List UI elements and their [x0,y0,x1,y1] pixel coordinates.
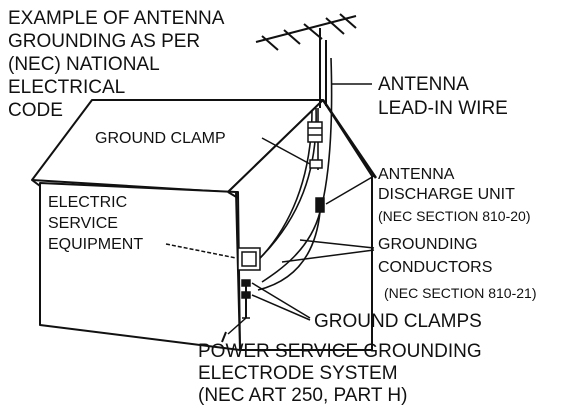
label-grounding-conductors-line-1: GROUNDING [378,236,478,253]
discharge-unit [315,197,325,213]
title-line-1: EXAMPLE OF ANTENNA [8,8,225,29]
label-ground-clamps: GROUND CLAMPS [314,311,482,332]
title-line-4: ELECTRICAL [8,77,125,98]
antenna [255,13,357,108]
label-ground-clamp: GROUND CLAMP [95,130,226,147]
antenna-element-1 [261,35,279,51]
antenna-element-4 [325,17,345,35]
leader-ground-clamps-2 [251,294,311,321]
leader-power-service [227,317,247,335]
leader-discharge-unit [325,175,375,205]
lead-in-wire [321,57,333,206]
label-grounding-conductors-line-3: (NEC SECTION 810-21) [384,285,536,301]
leader-ground-clamps-1 [251,282,311,319]
antenna-element-2 [283,29,301,45]
label-electric-service-line-1: ELECTRIC [48,194,127,211]
antenna-boom [255,15,357,43]
roof-edge [31,179,41,187]
title-line-3: (NEC) NATIONAL [8,54,160,75]
label-discharge-unit-line-2: DISCHARGE UNIT [378,186,515,203]
ground-clamp-roof [309,159,323,169]
roof-edge-right [227,191,239,199]
title-line-2: GROUNDING AS PER [8,31,200,52]
leader-grounding-conductors-1 [299,239,375,249]
mast-bracket [307,121,323,143]
label-grounding-conductors-line-2: CONDUCTORS [378,259,492,276]
lead-in-to-house [261,211,321,283]
leader-grounding-conductors-2 [281,249,375,263]
antenna-element-3 [303,23,323,40]
label-power-service-line-2: ELECTRODE SYSTEM [198,363,398,384]
electric-service-box [237,247,261,271]
label-electric-service-line-2: SERVICE [48,215,118,232]
leader-ground-clamp [261,137,311,165]
grounding-conductor-3 [257,211,321,291]
diagram-title: EXAMPLE OF ANTENNA GROUNDING AS PER (NEC… [8,8,225,121]
label-discharge-unit-line-3: (NEC SECTION 810-20) [378,208,530,224]
ground-clamp-1 [241,279,251,287]
label-discharge-unit-line-1: ANTENNA [378,166,455,183]
label-antenna-lead-in-line-2: LEAD-IN WIRE [378,98,508,119]
title-line-5: CODE [8,100,63,121]
house-front-wall [39,182,241,351]
label-power-service-line-1: POWER SERVICE GROUNDING [198,341,482,362]
label-electric-service-line-3: EQUIPMENT [48,236,143,253]
label-antenna-lead-in-line-1: ANTENNA [378,74,469,95]
label-power-service-line-3: (NEC ART 250, PART H) [198,385,407,406]
labels: ANTENNA LEAD-IN WIRE GROUND CLAMP ELECTR… [48,74,536,406]
antenna-element-5 [339,13,357,29]
